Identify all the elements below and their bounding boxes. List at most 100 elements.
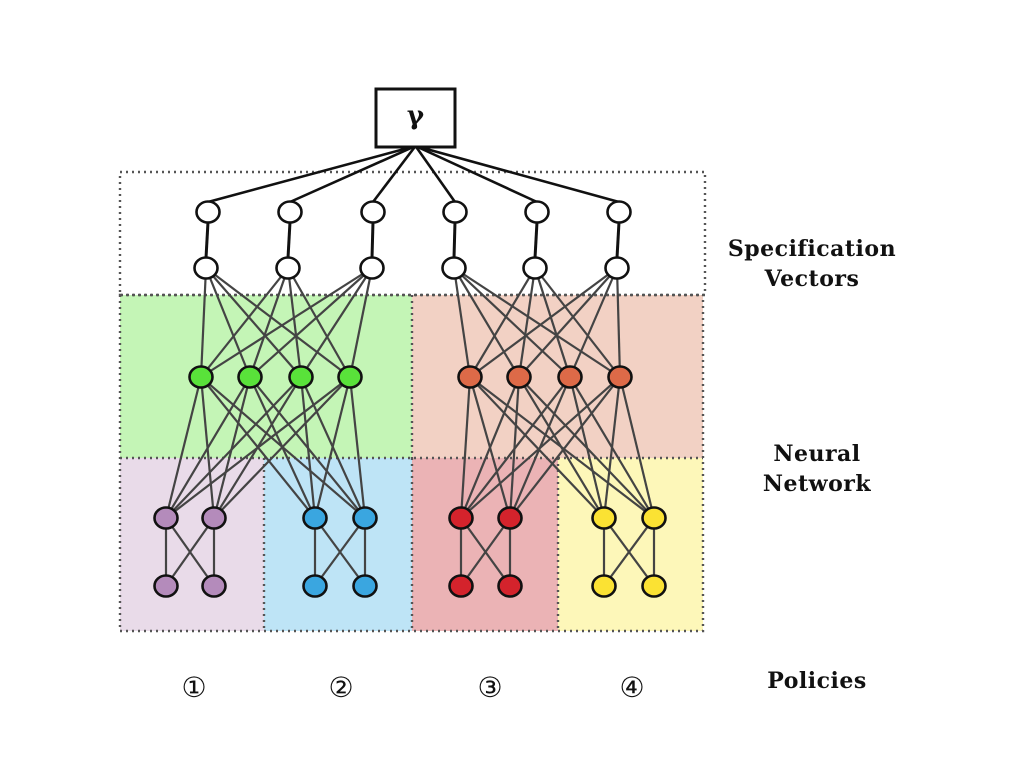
hidden-node-orange-19 [607, 365, 633, 389]
edge-2 [371, 145, 417, 203]
edge-35 [615, 267, 622, 378]
edge-62 [568, 376, 606, 519]
edge-4 [414, 144, 538, 204]
policy2-node-25 [302, 574, 328, 598]
edge-27 [453, 267, 621, 378]
edge-12 [199, 267, 208, 378]
hidden-node-green-14 [288, 365, 314, 389]
policy3-node-28 [448, 506, 474, 530]
hidden-node-green-15 [337, 365, 363, 389]
policy-number-3: ③ [477, 671, 502, 704]
edge-49 [213, 376, 351, 519]
edge-10 [533, 221, 539, 259]
hidden-node-green-12 [188, 365, 214, 389]
edge-31 [534, 267, 621, 378]
network-box-border [118, 293, 705, 633]
edge-33 [518, 267, 618, 378]
hidden-node-orange-17 [506, 365, 532, 389]
edge-54 [469, 376, 605, 519]
edge-0 [207, 144, 416, 204]
edge-70 [165, 517, 215, 587]
edge-36 [164, 376, 203, 519]
spec-node-top-2 [360, 200, 386, 224]
region-green [120, 295, 412, 458]
spec-node-bottom-7 [275, 256, 301, 280]
spec-node-bottom-10 [522, 256, 548, 280]
policy1-node-22 [201, 506, 227, 530]
spec-node-top-1 [277, 200, 303, 224]
policy2-node-24 [302, 506, 328, 530]
edge-28 [469, 267, 536, 378]
region-purple [120, 458, 264, 631]
edge-24 [452, 267, 472, 378]
edge-40 [165, 376, 251, 519]
policy-number-2: ② [328, 671, 353, 704]
neural-network-label: Neural Network [717, 439, 917, 499]
edge-50 [313, 376, 352, 519]
gamma-node-symbol: γ [407, 101, 425, 131]
edge-30 [533, 267, 572, 378]
spec-node-bottom-9 [441, 256, 467, 280]
edge-78 [460, 517, 511, 587]
edge-51 [348, 376, 367, 519]
edge-32 [469, 267, 618, 378]
hidden-node-orange-16 [457, 365, 483, 389]
edge-65 [509, 376, 621, 519]
policy2-node-27 [352, 574, 378, 598]
edges [164, 144, 656, 587]
edge-15 [205, 267, 351, 378]
spec-node-bottom-11 [604, 256, 630, 280]
edge-56 [459, 376, 521, 519]
policy3-node-31 [497, 574, 523, 598]
edge-18 [286, 267, 303, 378]
edge-52 [459, 376, 472, 519]
specification-label-line-2: Vectors [764, 266, 860, 292]
edge-46 [299, 376, 317, 519]
dotted-boundaries [118, 170, 707, 633]
edge-64 [460, 376, 621, 519]
edge-20 [200, 267, 373, 378]
region-yellow [558, 458, 703, 631]
edge-21 [249, 267, 373, 378]
policy-number-1: ① [181, 671, 206, 704]
edge-13 [204, 267, 252, 378]
policy3-node-30 [497, 506, 523, 530]
edge-23 [348, 267, 374, 378]
edge-1 [289, 144, 417, 204]
spec-node-top-3 [442, 200, 468, 224]
edge-11 [615, 221, 621, 259]
spec-node-top-0 [195, 200, 221, 224]
policy4-node-34 [641, 506, 667, 530]
network-label-line-2: Network [762, 471, 872, 497]
edge-6 [204, 221, 210, 259]
edge-5 [415, 144, 620, 204]
spec-node-bottom-8 [359, 256, 385, 280]
policy1-node-23 [201, 574, 227, 598]
network-label-line-1: Neural [773, 441, 861, 467]
spec-node-bottom-6 [193, 256, 219, 280]
policy2-node-26 [352, 506, 378, 530]
hidden-node-green-13 [237, 365, 263, 389]
gamma-node-box [374, 87, 457, 149]
policy-number-4: ④ [619, 671, 644, 704]
policy4-node-32 [591, 506, 617, 530]
edge-19 [287, 267, 351, 378]
spec-node-top-4 [524, 200, 550, 224]
policies-label: Policies [717, 666, 917, 696]
edge-67 [618, 376, 656, 519]
policy1-node-20 [153, 506, 179, 530]
policies-label-text: Policies [767, 668, 867, 694]
edge-9 [452, 221, 457, 259]
specification-vectors-label: Specification Vectors [712, 234, 912, 294]
nodes [153, 200, 667, 598]
edge-44 [165, 376, 302, 519]
edge-16 [200, 267, 289, 378]
edge-17 [248, 267, 290, 378]
edge-34 [568, 267, 619, 378]
edge-7 [286, 221, 292, 259]
edge-22 [300, 267, 373, 378]
edge-82 [603, 517, 655, 587]
edge-14 [205, 267, 302, 378]
edge-66 [602, 376, 622, 519]
